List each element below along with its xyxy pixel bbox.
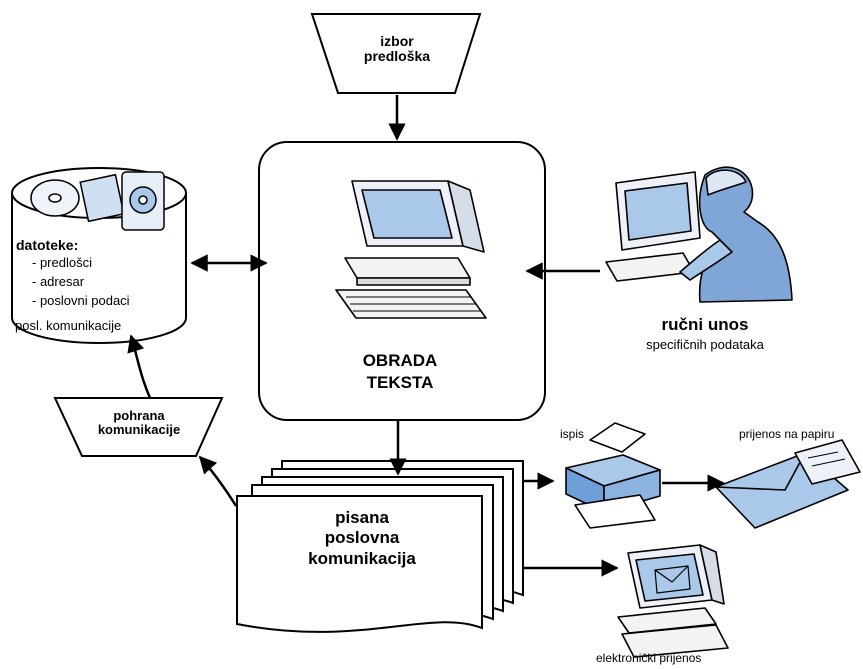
template-select-line2: predloška: [363, 48, 431, 65]
arrow-output-to-storage: [198, 455, 238, 507]
storage-line2: komunikacije: [97, 422, 181, 438]
printer-icon: [565, 422, 661, 529]
files-item-business-data: - poslovni podaci: [32, 293, 130, 308]
files-title: datoteke:: [16, 237, 79, 253]
disk-drive-icon: [30, 171, 165, 231]
processing-line2: TEKSTA: [366, 373, 434, 393]
template-select-line1: izbor: [380, 33, 414, 49]
output-line1: pisana: [335, 508, 389, 527]
storage-label: pohrana komunikacije: [70, 408, 208, 438]
envelope-icon: [715, 439, 861, 529]
electronic-transfer-label: elektronički prijenos: [596, 651, 702, 665]
files-item-communications: posl. komunikacije: [15, 318, 122, 333]
processing-line1: OBRADA: [362, 351, 438, 370]
output-line3: komunikacija: [308, 548, 416, 568]
output-label: pisana poslovna komunikacija: [262, 508, 462, 569]
storage-line1: pohrana: [113, 408, 165, 423]
person-at-computer-icon: [605, 166, 793, 303]
processing-label: OBRADA TEKSTA: [320, 350, 480, 394]
output-line2: poslovna: [324, 528, 400, 548]
arrow-storage-to-files: [127, 334, 152, 399]
print-label: ispis: [560, 427, 585, 441]
template-select-label: izbor predloška: [338, 33, 456, 65]
files-item-addressbook: - adresar: [32, 274, 85, 289]
files-item-templates: - predlošci: [32, 255, 92, 270]
document-stack: [236, 460, 524, 633]
manual-input-title: ručni unos: [661, 315, 749, 334]
paper-transfer-label: prijenos na papiru: [739, 427, 835, 441]
template-select-shape: [310, 13, 482, 94]
storage-shape: [53, 397, 224, 457]
computer-icon: [335, 180, 487, 319]
email-computer-icon: [617, 544, 729, 658]
manual-input-subtitle: specifičnih podataka: [646, 337, 764, 352]
